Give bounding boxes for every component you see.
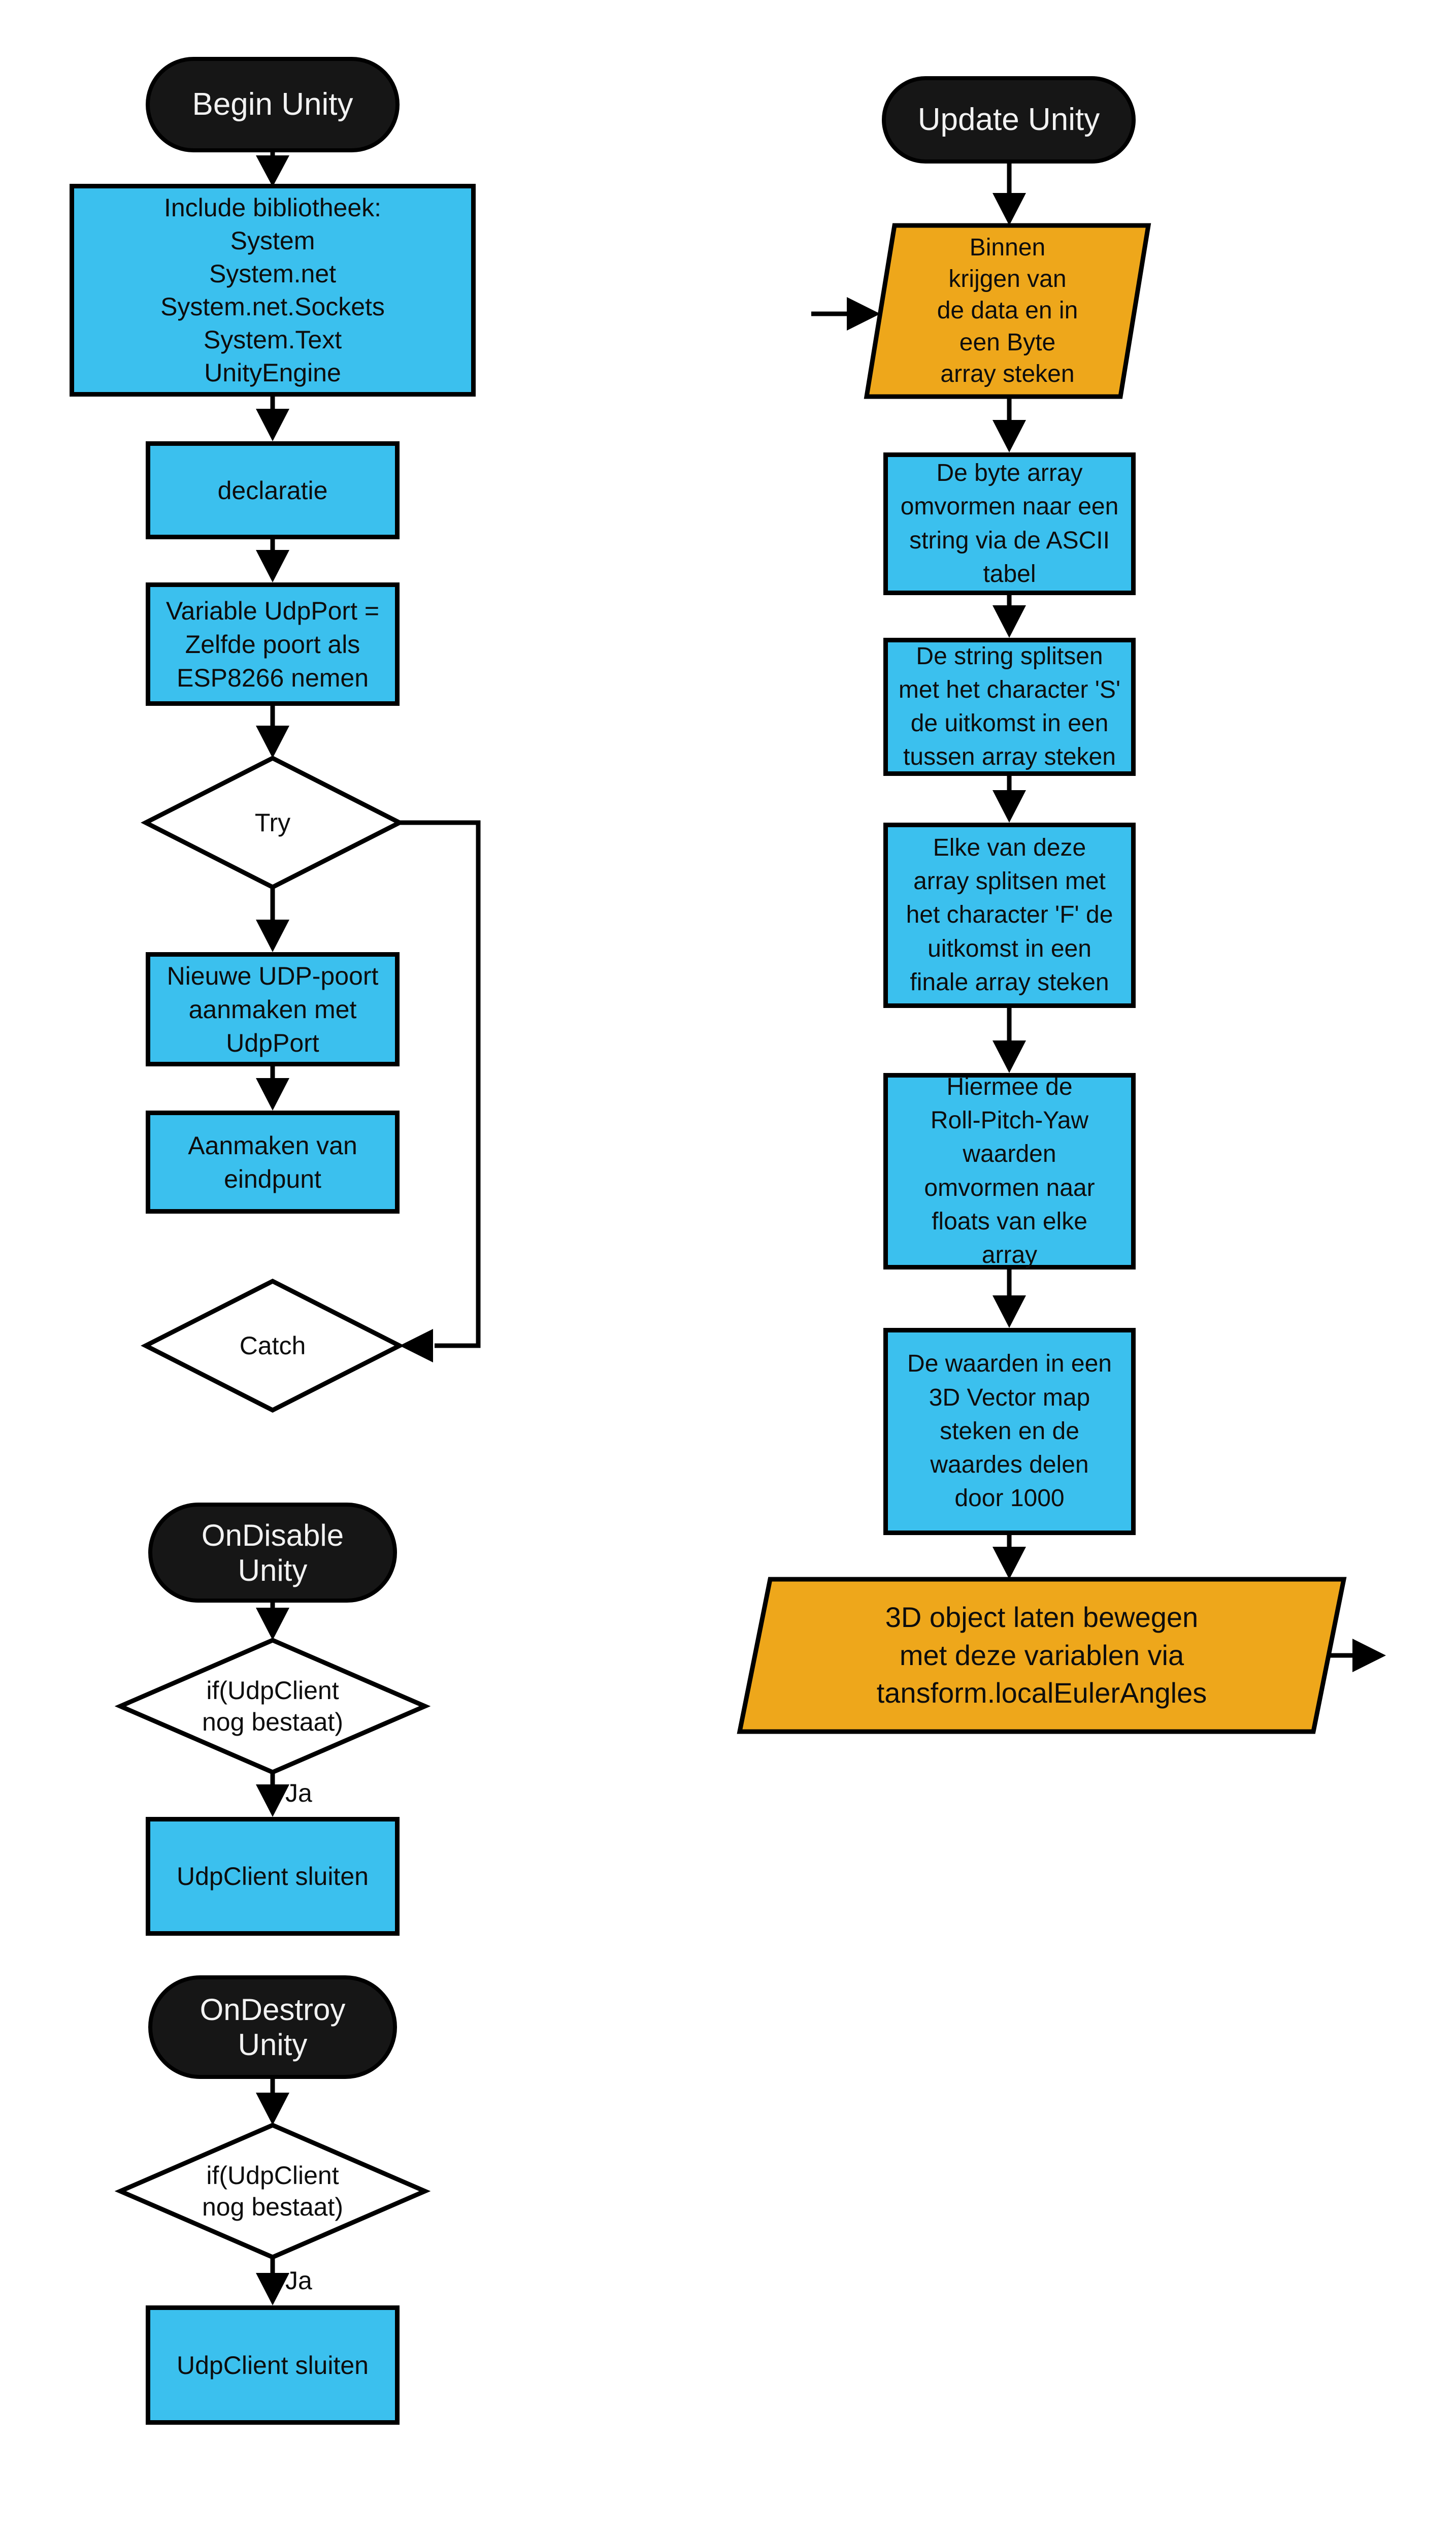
roll-pitch-yaw-floats-block: Hiermee de Roll-Pitch-Yaw waarden omvorm…: [883, 1073, 1136, 1270]
arrow-binnen-to-byte: [992, 397, 1026, 452]
declaratie-block: declaratie: [146, 441, 400, 539]
arrow-byte-to-split-s: [992, 595, 1026, 638]
arrow-try-to-nieuwe: [256, 887, 289, 952]
object3d-parallelogram: [737, 1577, 1347, 1734]
arrow-include-to-declaratie: [256, 397, 289, 441]
arrow-variable-to-try: [256, 706, 289, 758]
ondestroy-unity-label: OnDestroy Unity: [200, 1993, 346, 2062]
string-splitsen-s-block: De string splitsen met het character 'S'…: [883, 638, 1136, 776]
array-splitsen-f-block: Elke van deze array splitsen met het cha…: [883, 823, 1136, 1008]
arrow-vector-to-object3d: [992, 1535, 1026, 1579]
binnen-parallelogram: [864, 223, 1151, 399]
begin-unity-terminator: Begin Unity: [146, 57, 400, 152]
arrow-ondestroy-to-if: [256, 2079, 289, 2125]
ondisable-ja-label: Ja: [285, 1779, 312, 1807]
udpclient-sluiten-block-1: UdpClient sluiten: [146, 1817, 400, 1936]
array-splitsen-f-text: Elke van deze array splitsen met het cha…: [906, 834, 1113, 996]
declaratie-text: declaratie: [217, 476, 328, 505]
arrow-ondisable-to-if: [256, 1603, 289, 1640]
include-bibliotheek-text: Include bibliotheek: System System.net S…: [160, 193, 385, 387]
ondisable-if-diamond: [114, 1638, 431, 1775]
variable-udpport-block: Variable UdpPort = Zelfde poort als ESP8…: [146, 582, 400, 706]
nieuwe-udp-poort-text: Nieuwe UDP-poort aanmaken met UdpPort: [167, 961, 379, 1057]
aanmaken-eindpunt-block: Aanmaken van eindpunt: [146, 1111, 400, 1214]
string-splitsen-s-text: De string splitsen met het character 'S'…: [898, 642, 1121, 771]
binnen-krijgen-label: Binnen krijgen van de data en in een Byt…: [937, 234, 1078, 388]
ondestroy-if-label: if(UdpClient nog bestaat): [202, 2161, 343, 2222]
aanmaken-eindpunt-text: Aanmaken van eindpunt: [188, 1131, 357, 1193]
arrow-split-s-to-split-f: [992, 776, 1026, 823]
ondisable-unity-terminator: OnDisable Unity: [148, 1503, 397, 1603]
byte-array-block: De byte array omvormen naar een string v…: [883, 452, 1136, 595]
arrow-if-to-udpclient-sluiten-2: [256, 2257, 289, 2305]
ondestroy-unity-terminator: OnDestroy Unity: [148, 1975, 397, 2079]
arrow-into-binnen: [811, 297, 880, 331]
arrow-update-to-binnen: [992, 164, 1026, 225]
nieuwe-udp-poort-block: Nieuwe UDP-poort aanmaken met UdpPort: [146, 952, 400, 1066]
byte-array-text: De byte array omvormen naar een string v…: [900, 460, 1119, 588]
ondisable-if-label: if(UdpClient nog bestaat): [202, 1676, 343, 1737]
include-bibliotheek-block: Include bibliotheek: System System.net S…: [70, 184, 476, 397]
catch-diamond: [141, 1278, 405, 1413]
udpclient-sluiten-text-1: UdpClient sluiten: [177, 1862, 369, 1891]
object3d-bewegen-label: 3D object laten bewegen met deze variabl…: [876, 1601, 1207, 1709]
roll-pitch-yaw-floats-text: Hiermee de Roll-Pitch-Yaw waarden omvorm…: [924, 1073, 1095, 1268]
update-unity-label: Update Unity: [917, 102, 1100, 138]
arrow-nieuwe-to-aanmaken: [256, 1066, 289, 1111]
arrow-begin-to-include: [256, 152, 289, 187]
vector-map-text: De waarden in een 3D Vector map steken e…: [907, 1350, 1112, 1512]
try-diamond-label: Try: [254, 808, 291, 837]
udpclient-sluiten-text-2: UdpClient sluiten: [177, 2351, 369, 2380]
arrow-declaratie-to-variable: [256, 539, 289, 582]
ondestroy-ja-label: Ja: [285, 2266, 312, 2295]
variable-udpport-text: Variable UdpPort = Zelfde poort als ESP8…: [166, 596, 380, 692]
arrow-split-f-to-floats: [992, 1008, 1026, 1073]
update-unity-terminator: Update Unity: [882, 76, 1136, 164]
arrow-if-to-udpclient-sluiten-1: [256, 1772, 289, 1817]
arrow-try-loop-to-catch: [400, 820, 481, 1362]
arrow-floats-to-vector: [992, 1270, 1026, 1328]
try-diamond: [141, 755, 405, 890]
ondestroy-if-diamond: [114, 2123, 431, 2260]
vector-map-block: De waarden in een 3D Vector map steken e…: [883, 1328, 1136, 1535]
ondisable-unity-label: OnDisable Unity: [201, 1518, 344, 1587]
catch-diamond-label: Catch: [239, 1331, 306, 1360]
udpclient-sluiten-block-2: UdpClient sluiten: [146, 2305, 400, 2425]
begin-unity-label: Begin Unity: [192, 87, 353, 122]
